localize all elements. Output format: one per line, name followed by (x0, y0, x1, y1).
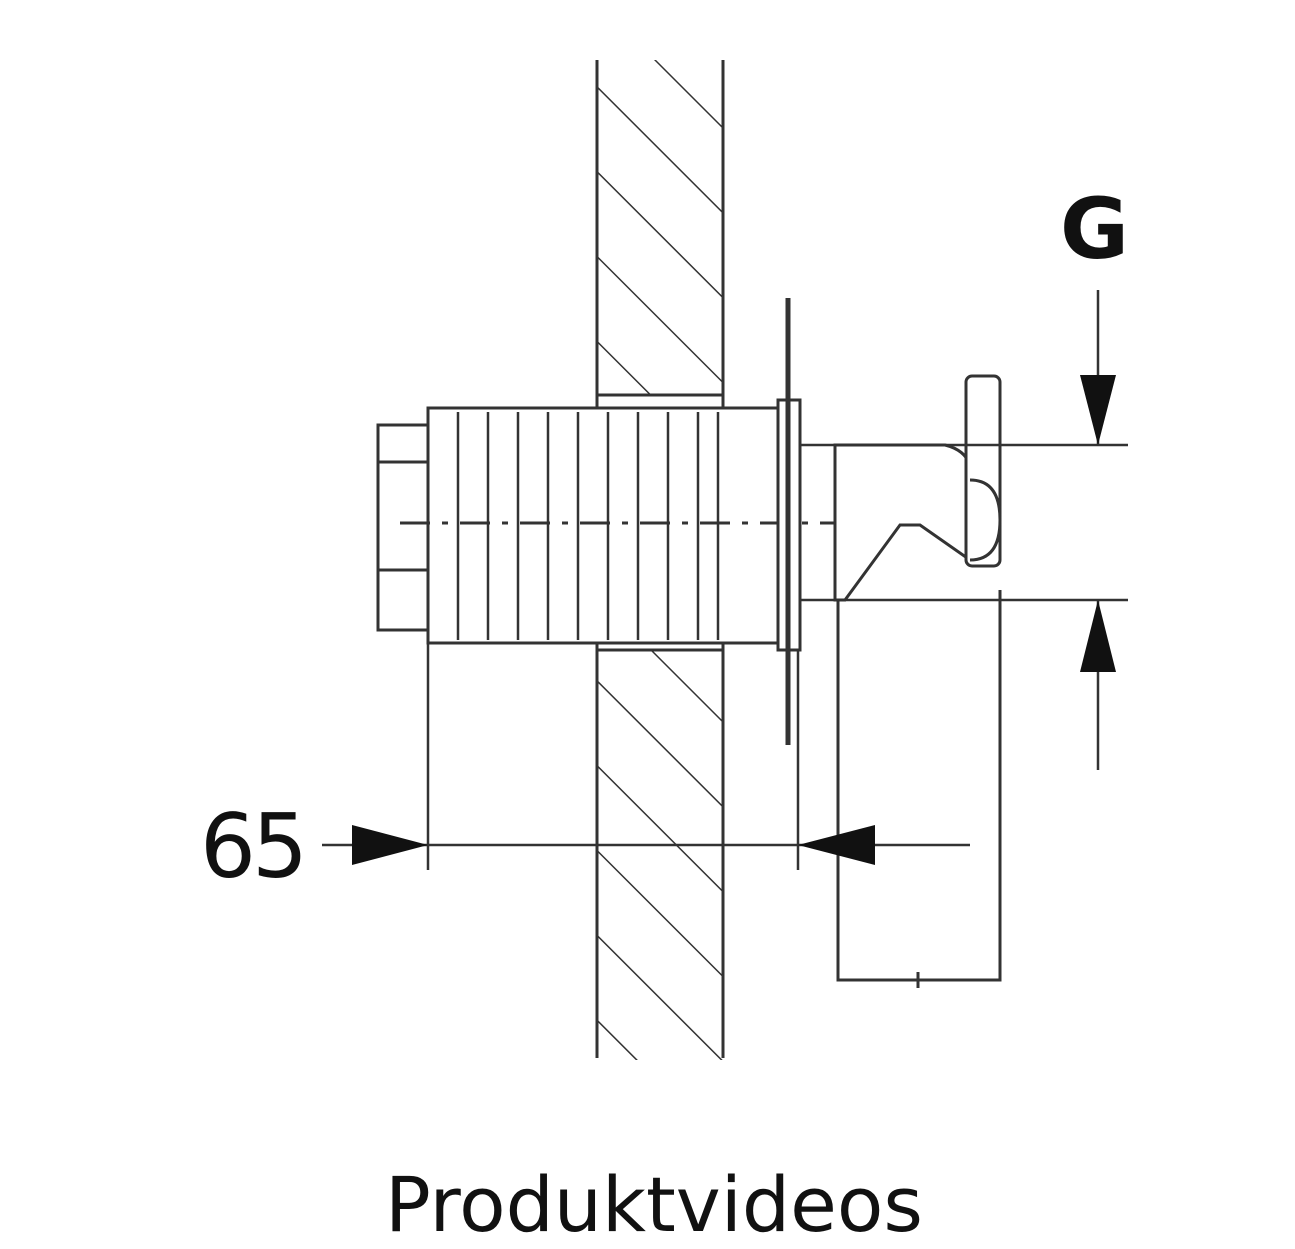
dimension-g-label: G (1060, 180, 1129, 278)
installation-drawing (322, 60, 1128, 1060)
dimension-g-lines (800, 290, 1128, 770)
valve-body (376, 298, 1002, 988)
wall-section (595, 60, 725, 1060)
dimension-65-lines (322, 643, 970, 870)
caption: Produktvideos (385, 1160, 923, 1249)
dimension-65-label: 65 (200, 795, 308, 898)
